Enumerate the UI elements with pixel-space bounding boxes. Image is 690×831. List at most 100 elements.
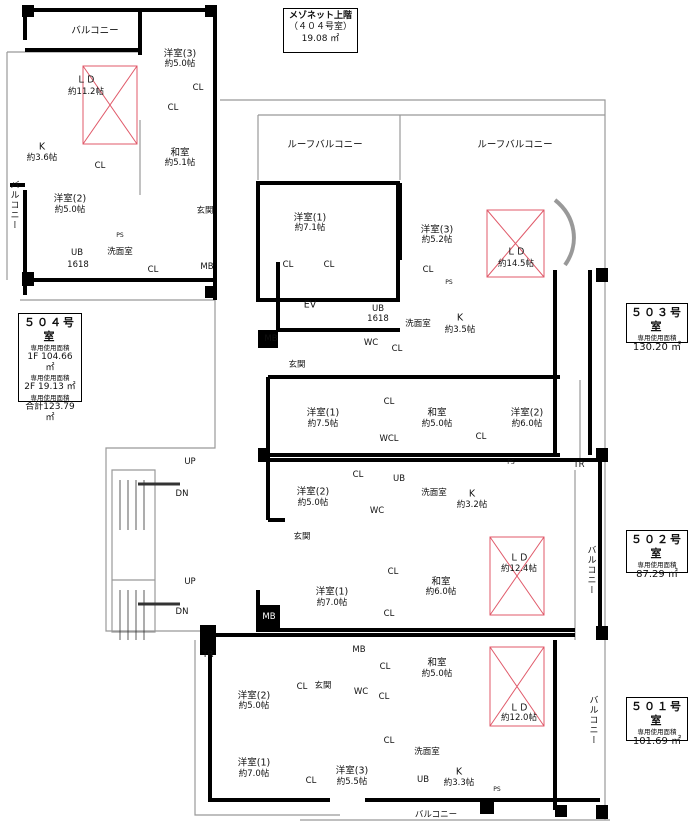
- mb-label: MB: [200, 261, 214, 272]
- bath-label: UB: [416, 774, 430, 785]
- unit-title: ５０４号室: [24, 316, 76, 343]
- room-label: 洋室(2): [510, 407, 544, 419]
- room-label: K: [455, 766, 463, 778]
- closet-label: CL: [391, 343, 403, 354]
- closet-label: CL: [167, 102, 179, 113]
- closet-label: CL: [383, 735, 395, 746]
- closet-label: CL: [422, 264, 434, 275]
- area-caption: 専用使用面積: [30, 343, 70, 352]
- closet-label: CL: [352, 469, 364, 480]
- unit-title: ５０２号室: [631, 533, 683, 560]
- balcony-label: バルコニー: [585, 545, 596, 595]
- room-area: 約12.4帖: [501, 563, 537, 574]
- room-label: 和室: [427, 657, 447, 669]
- closet-label: CL: [383, 396, 395, 407]
- room-label: ＬＤ: [76, 74, 96, 86]
- tr-label: TR: [573, 459, 585, 470]
- wc-label: WC: [353, 686, 369, 697]
- closet-label: CL: [305, 775, 317, 786]
- mb-label: MB: [262, 611, 276, 622]
- area-total: 合計123.79 ㎡: [25, 401, 75, 423]
- room-label: K: [456, 312, 464, 324]
- closet-label: CL: [475, 431, 487, 442]
- closet-label: CL: [378, 691, 390, 702]
- room-area: 約3.3帖: [443, 777, 475, 788]
- room-area: 約7.0帖: [316, 597, 348, 608]
- room-label: 洋室(1): [293, 212, 327, 224]
- area-value: 130.20 ㎡: [632, 341, 682, 353]
- unit-504-info: ５０４号室 専用使用面積 1F 104.66 ㎡ 専用使用面積 2F 19.13…: [18, 313, 82, 423]
- balcony-label: バルコニー: [414, 809, 458, 820]
- entrance-label: 玄関: [196, 205, 214, 216]
- room-area: 約6.0帖: [425, 586, 457, 597]
- room-label: 和室: [431, 576, 451, 588]
- closet-label: CL: [296, 681, 308, 692]
- room-area: 約5.5帖: [336, 776, 368, 787]
- wc-label: WC: [363, 337, 379, 348]
- closet-label: CL: [387, 566, 399, 577]
- mb-label: MB: [264, 333, 278, 344]
- balcony-label: バルコニー: [587, 695, 598, 745]
- entrance-label: 玄関: [314, 680, 332, 691]
- room-label: 洋室(2): [53, 193, 87, 205]
- room-area: 約5.0帖: [238, 700, 270, 711]
- room-label: 和室: [170, 147, 190, 159]
- room-label: 洋室(2): [296, 486, 330, 498]
- room-area: 約3.2帖: [456, 499, 488, 510]
- upper-floor-info: メゾネット上階 （４０４号室） 19.08 ㎡: [283, 8, 358, 53]
- upper-floor-title: メゾネット上階: [288, 11, 352, 21]
- room-area: 約5.0帖: [421, 668, 453, 679]
- closet-label: CL: [192, 82, 204, 93]
- area-caption: 専用使用面積: [637, 727, 677, 736]
- stairs-down-label: DN: [175, 606, 189, 617]
- room-label: 洋室(1): [306, 407, 340, 419]
- ps-label: PS: [493, 786, 501, 793]
- area-1f: 1F 104.66 ㎡: [27, 351, 73, 373]
- area-caption: 専用使用面積: [637, 560, 677, 569]
- room-area: 約3.6帖: [26, 152, 58, 163]
- washroom-label: 洗面室: [421, 487, 447, 498]
- closet-label: CL: [383, 608, 395, 619]
- ps-label: PS: [507, 459, 515, 466]
- room-area: 約11.2帖: [68, 86, 104, 97]
- entrance-label: 玄関: [288, 359, 306, 370]
- unit-503-info: ５０３号室 専用使用面積 130.20 ㎡: [626, 303, 688, 353]
- roof-balcony-label: ルーフバルコニー: [287, 139, 363, 151]
- bath-label: UB: [371, 303, 385, 314]
- bath-size: 1618: [367, 313, 389, 324]
- room-area: 約5.0帖: [421, 418, 453, 429]
- room-label: ＬＤ: [509, 552, 529, 564]
- washroom-label: 洗面室: [405, 318, 431, 329]
- mb-label: MB: [352, 644, 366, 655]
- room-label: 洋室(3): [420, 224, 454, 236]
- upper-floor-area: 19.08 ㎡: [301, 33, 340, 44]
- wcl-label: WCL: [379, 433, 399, 444]
- room-label: バルコニー: [71, 25, 119, 37]
- wc-label: WC: [369, 505, 385, 516]
- area-value: 101.69 ㎡: [632, 735, 682, 747]
- area-caption: 専用使用面積: [637, 333, 677, 342]
- room-area: 約6.0帖: [511, 418, 543, 429]
- room-label: 洋室(3): [163, 48, 197, 60]
- stairs-up-label: UP: [184, 576, 196, 587]
- room-area: 約7.1帖: [294, 222, 326, 233]
- closet-label: CL: [323, 259, 335, 270]
- room-area: 約5.0帖: [54, 204, 86, 215]
- roof-balcony-label: ルーフバルコニー: [477, 139, 553, 151]
- bath-label: UB: [392, 473, 406, 484]
- room-area: 約12.0帖: [501, 712, 537, 723]
- room-area: 約3.5帖: [444, 324, 476, 335]
- room-area: 約5.2帖: [421, 234, 453, 245]
- unit-501-info: ５０１号室 専用使用面積 101.69 ㎡: [626, 697, 688, 747]
- room-area: 約5.1帖: [164, 157, 196, 168]
- unit-title: ５０１号室: [631, 700, 683, 727]
- stairs-up-label: UP: [184, 456, 196, 467]
- room-label: 洋室(1): [315, 586, 349, 598]
- stairs-down-label: DN: [175, 488, 189, 499]
- room-label: 洋室(1): [237, 757, 271, 769]
- area-caption: 専用使用面積: [30, 374, 70, 383]
- closet-label: CL: [94, 160, 106, 171]
- room-label: K: [38, 141, 46, 153]
